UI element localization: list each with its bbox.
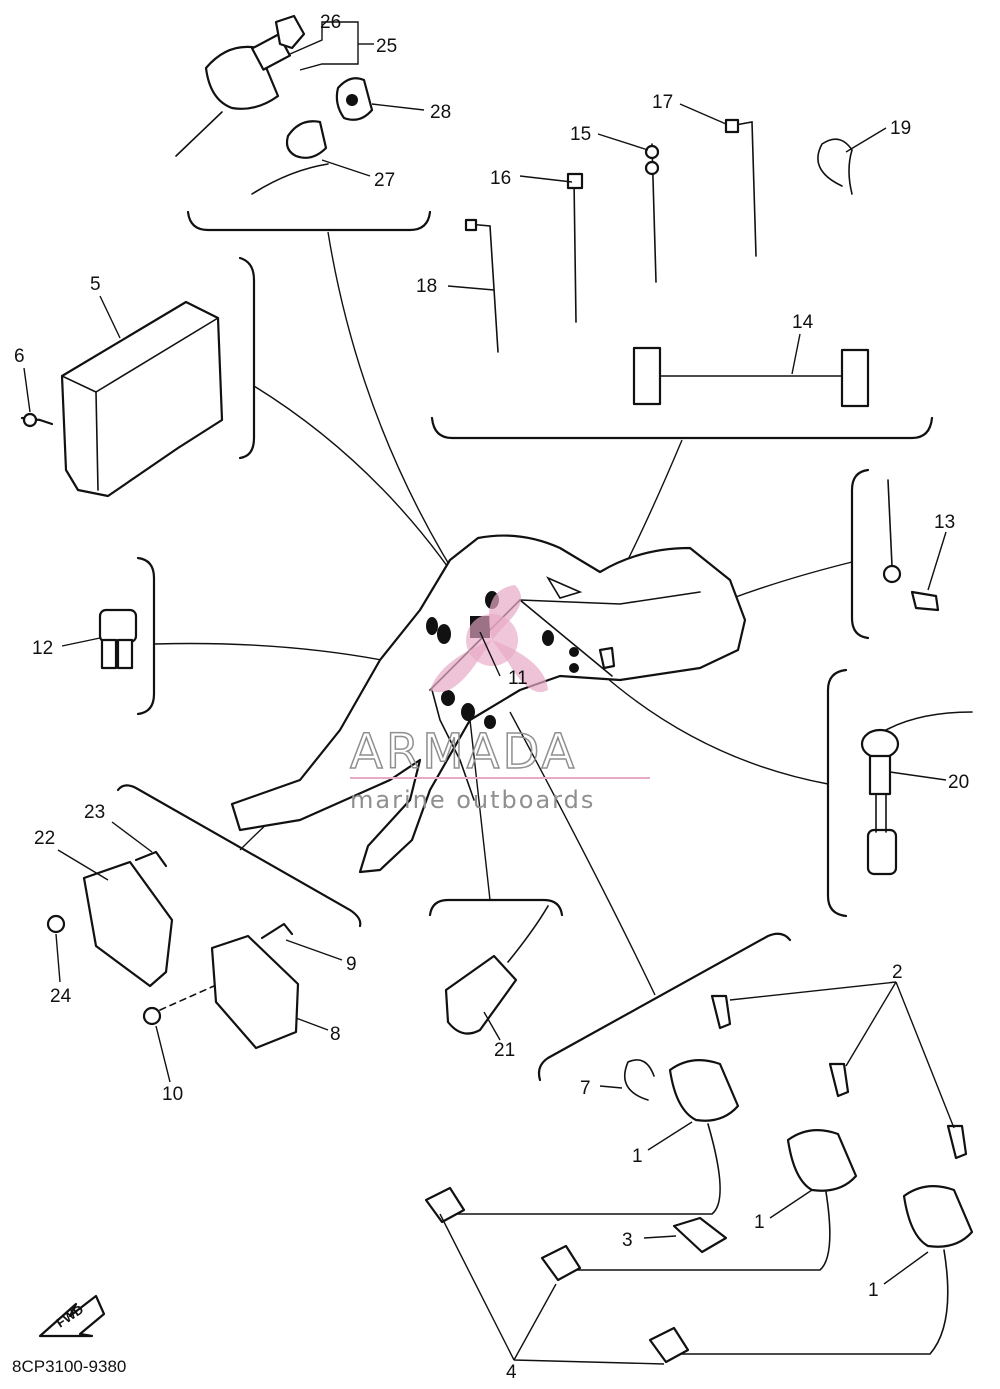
junction-connector <box>98 608 138 670</box>
label-6: 6 <box>14 346 25 367</box>
label-26: 26 <box>320 12 341 33</box>
label-28: 28 <box>430 102 451 123</box>
ignition-coils <box>424 994 974 1364</box>
label-1b: 1 <box>754 1212 765 1233</box>
armada-watermark: ARMADA marine outboards <box>349 585 650 814</box>
label-2: 2 <box>892 962 903 983</box>
label-14: 14 <box>792 312 814 333</box>
label-22: 22 <box>34 828 55 849</box>
ground-lead <box>882 479 940 612</box>
label-9: 9 <box>346 954 357 975</box>
clamp-and-band-parts <box>464 118 870 408</box>
label-7: 7 <box>580 1078 591 1099</box>
forward-direction-arrow: FWD <box>38 1294 106 1338</box>
drawing-code: 8CP3100-9380 <box>12 1357 126 1376</box>
label-8: 8 <box>330 1024 341 1045</box>
group-brackets <box>116 210 934 1082</box>
label-25: 25 <box>376 36 397 57</box>
label-15: 15 <box>570 124 591 145</box>
label-12: 12 <box>32 638 53 659</box>
main-switch-assembly <box>175 14 374 195</box>
label-1a: 1 <box>632 1146 643 1167</box>
label-5: 5 <box>90 274 101 295</box>
label-21: 21 <box>494 1040 515 1061</box>
label-19: 19 <box>890 118 911 139</box>
label-4: 4 <box>506 1362 517 1383</box>
watermark-subtitle: marine outboards <box>350 786 595 814</box>
label-16: 16 <box>490 168 511 189</box>
label-27: 27 <box>374 170 395 191</box>
thermo-sensor <box>860 711 973 876</box>
label-1c: 1 <box>868 1280 879 1301</box>
label-11: 11 <box>508 668 528 689</box>
label-3: 3 <box>622 1230 633 1251</box>
label-17: 17 <box>652 92 673 113</box>
wire-harness-assembly <box>230 534 747 874</box>
cdi-unit <box>20 300 224 498</box>
part-number-labels: 26 25 28 27 15 16 17 19 18 14 5 6 12 13 … <box>14 12 969 1383</box>
label-24: 24 <box>50 986 72 1007</box>
label-18: 18 <box>416 276 437 297</box>
part-callout-lines <box>23 21 955 1365</box>
label-13: 13 <box>934 512 955 533</box>
label-10: 10 <box>162 1084 183 1105</box>
label-20: 20 <box>948 772 969 793</box>
label-23: 23 <box>84 802 105 823</box>
watermark-title: ARMADA <box>350 724 577 780</box>
rectifier-regulators <box>46 850 300 1050</box>
condenser <box>444 905 549 1035</box>
